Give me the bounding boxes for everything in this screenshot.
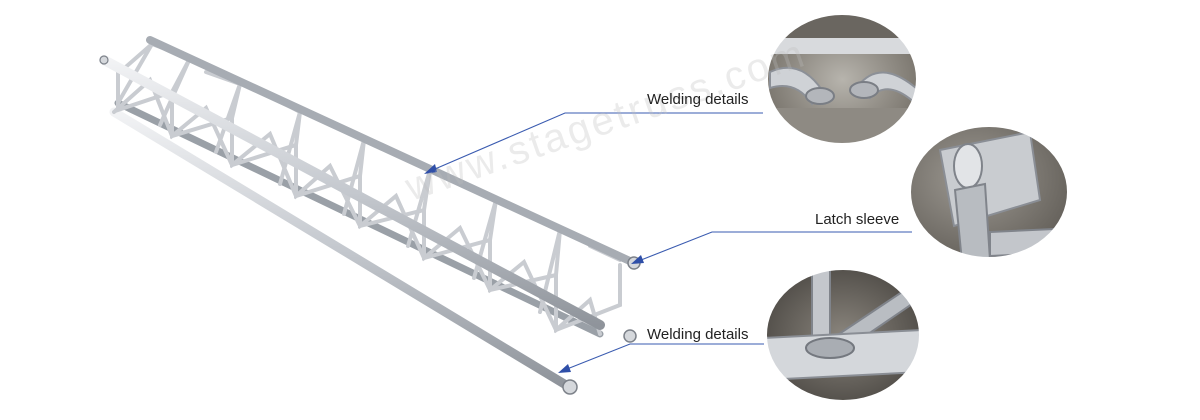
callout-label-welding-bottom: Welding details: [647, 326, 749, 343]
callout-line-welding-top: [427, 112, 763, 173]
truss-chord-bottom-front: [109, 107, 571, 390]
detail-photo-frame: [909, 125, 1069, 259]
tube-end-bottom-front: [562, 379, 578, 395]
truss-chord-top-back: [146, 36, 636, 266]
detail-photo-welding-top: [767, 14, 917, 144]
callout-label-welding-top: Welding details: [647, 91, 749, 108]
callout-label-latch-sleeve: Latch sleeve: [815, 211, 900, 228]
square-truss-segment: [99, 36, 641, 395]
callout-arrowheads: [424, 164, 644, 373]
detail-photo-frame: [766, 13, 918, 145]
tube-end-far-left: [99, 55, 109, 65]
arrow-head-icon: [424, 164, 437, 174]
tube-end-top-front: [623, 329, 637, 343]
callout-line-welding-bottom: [561, 343, 764, 372]
arrow-head-icon: [631, 255, 644, 264]
callout-line-latch-sleeve: [635, 231, 912, 263]
truss-chord-top-front: [99, 55, 605, 330]
detail-photo-frame: [765, 268, 921, 402]
arrow-head-icon: [558, 364, 571, 373]
detail-photo-welding-bottom: [766, 269, 920, 401]
detail-photo-latch-sleeve: [910, 126, 1068, 258]
callout-lines: [427, 112, 912, 372]
